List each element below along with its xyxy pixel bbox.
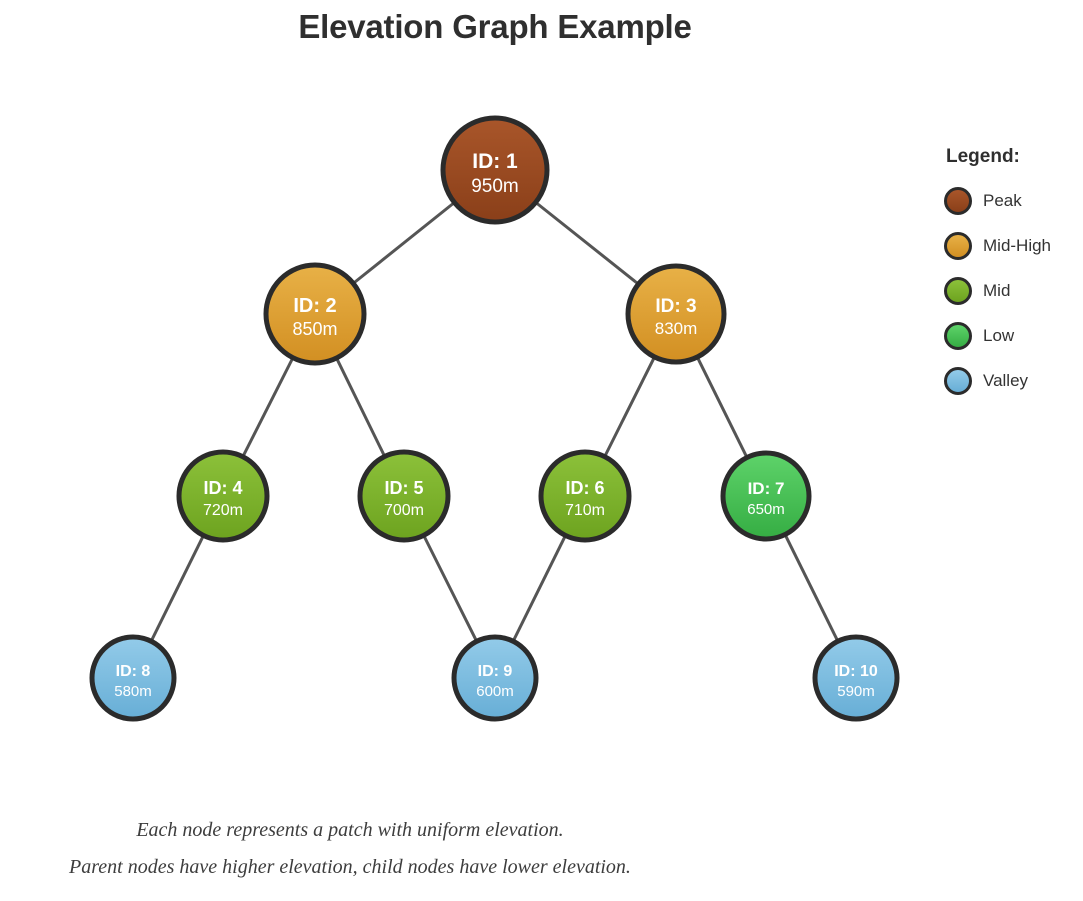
node-circle-7[interactable] <box>720 450 812 542</box>
legend-swatch-icon <box>944 366 972 395</box>
node-id-label-2: ID: 2 <box>293 295 336 317</box>
edge-2-5 <box>335 358 386 457</box>
node-elevation-label-3: 830m <box>655 319 698 338</box>
legend-item-valley[interactable]: Valley <box>944 358 1079 403</box>
node-4[interactable]: ID: 4 720m <box>176 449 270 543</box>
edge-3-6 <box>603 357 656 457</box>
node-elevation-label-5: 700m <box>384 502 424 519</box>
node-8[interactable]: ID: 8 580m <box>89 634 177 722</box>
node-id-label-6: ID: 6 <box>565 478 604 498</box>
node-id-label-9: ID: 9 <box>478 663 513 680</box>
legend-label: Mid <box>983 280 1011 300</box>
legend-swatch-icon <box>944 276 972 305</box>
caption: Each node represents a patch with unifor… <box>0 812 700 886</box>
node-circle-4[interactable] <box>176 449 270 543</box>
node-elevation-label-6: 710m <box>565 502 605 519</box>
node-id-label-7: ID: 7 <box>748 479 785 498</box>
node-elevation-label-9: 600m <box>476 683 514 700</box>
node-3[interactable]: ID: 3 830m <box>625 263 727 365</box>
node-5[interactable]: ID: 5 700m <box>357 449 451 543</box>
edges-layer <box>150 201 839 642</box>
edge-4-8 <box>150 535 205 642</box>
caption-line-2: Parent nodes have higher elevation, chil… <box>69 856 631 878</box>
node-circle-2[interactable] <box>263 262 367 366</box>
legend-item-low[interactable]: Low <box>944 313 1079 358</box>
legend-label: Valley <box>983 370 1029 390</box>
edge-5-9 <box>422 535 478 642</box>
node-9[interactable]: ID: 9 600m <box>451 634 539 722</box>
node-id-label-5: ID: 5 <box>384 478 423 498</box>
legend-swatch-icon <box>944 186 972 215</box>
node-elevation-label-4: 720m <box>203 502 243 519</box>
node-id-label-10: ID: 10 <box>834 663 878 680</box>
legend-item-mid-high[interactable]: Mid-High <box>944 223 1079 268</box>
page-title: Elevation Graph Example <box>298 8 692 45</box>
node-id-label-3: ID: 3 <box>655 296 696 317</box>
node-id-label-4: ID: 4 <box>203 478 242 498</box>
node-circle-5[interactable] <box>357 449 451 543</box>
legend-label: Low <box>983 325 1015 345</box>
edge-1-2 <box>353 201 455 284</box>
legend-item-peak[interactable]: Peak <box>944 178 1079 223</box>
node-elevation-label-8: 580m <box>114 683 152 700</box>
node-7[interactable]: ID: 7 650m <box>720 450 812 542</box>
node-elevation-label-2: 850m <box>292 319 337 339</box>
node-circle-6[interactable] <box>538 449 632 543</box>
node-1[interactable]: ID: 1 950m <box>440 115 550 225</box>
node-circle-1[interactable] <box>440 115 550 225</box>
caption-line-1: Each node represents a patch with unifor… <box>136 819 564 841</box>
edge-6-9 <box>512 535 567 642</box>
node-6[interactable]: ID: 6 710m <box>538 449 632 543</box>
legend-swatch-icon <box>944 321 972 350</box>
node-id-label-8: ID: 8 <box>116 663 151 680</box>
edge-3-7 <box>696 357 748 458</box>
node-circle-10[interactable] <box>812 634 900 722</box>
legend-title: Legend: <box>946 146 1020 167</box>
node-id-label-1: ID: 1 <box>472 150 518 173</box>
node-circle-9[interactable] <box>451 634 539 722</box>
node-elevation-label-1: 950m <box>471 176 519 197</box>
legend-label: Peak <box>983 190 1022 210</box>
edge-1-3 <box>535 201 639 285</box>
legend-swatch-icon <box>944 231 972 260</box>
legend-item-mid[interactable]: Mid <box>944 268 1079 313</box>
legend-label: Mid-High <box>983 235 1052 255</box>
node-elevation-label-7: 650m <box>747 501 785 518</box>
edge-7-10 <box>784 534 839 642</box>
node-circle-8[interactable] <box>89 634 177 722</box>
node-elevation-label-10: 590m <box>837 683 875 700</box>
node-circle-3[interactable] <box>625 263 727 365</box>
edge-2-4 <box>241 357 294 457</box>
node-10[interactable]: ID: 10 590m <box>812 634 900 722</box>
